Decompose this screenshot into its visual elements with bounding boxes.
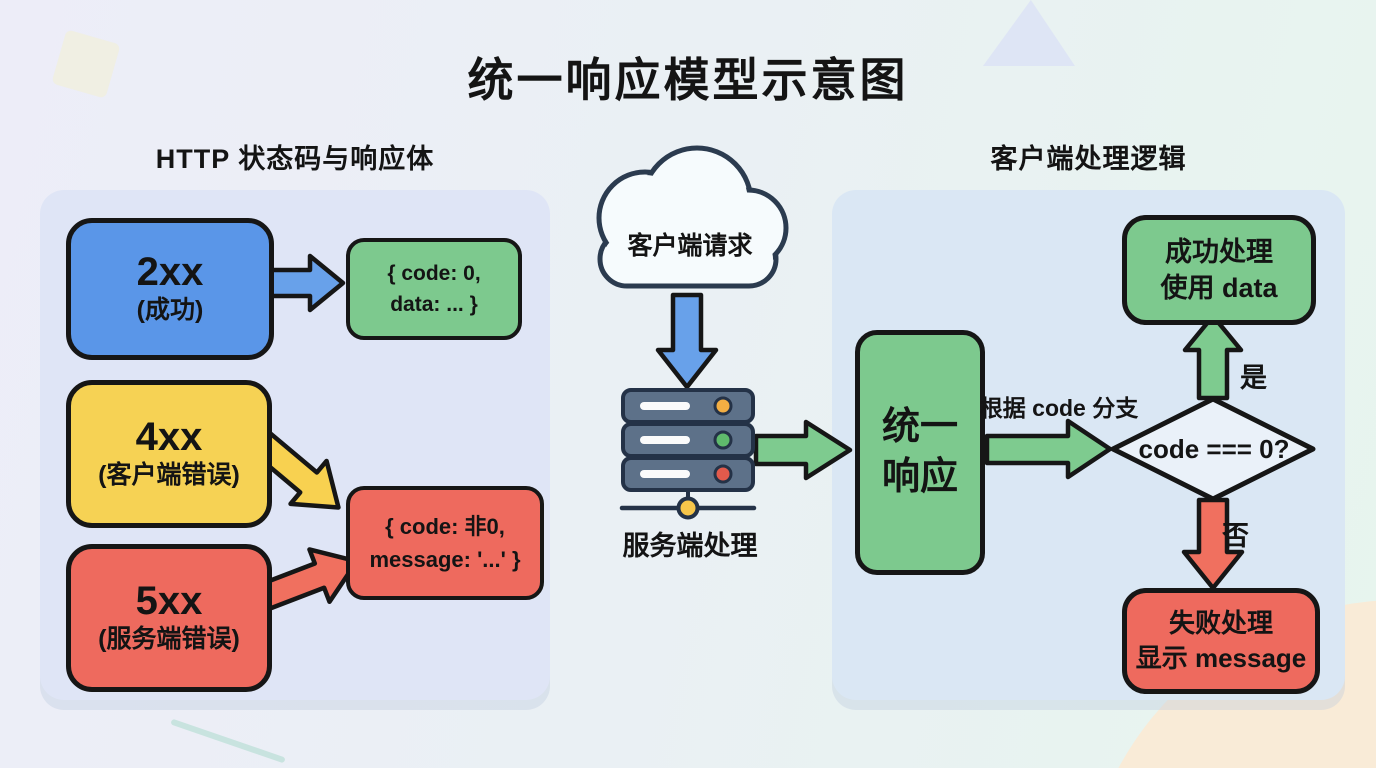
arrow-diamond-to-success [1182, 313, 1244, 401]
status-5xx-desc: (服务端错误) [98, 625, 240, 654]
error-body-line2: message: '...' } [369, 547, 521, 572]
page-title: 统一响应模型示意图 [467, 54, 909, 106]
arrow-unified-to-diamond [984, 418, 1113, 480]
client-request-label: 客户端请求 [627, 232, 753, 260]
server-base-node [676, 496, 700, 520]
success-handler-line2: 使用 data [1160, 273, 1278, 303]
success-body-line1: { code: 0, [387, 261, 481, 285]
arrow-2xx-to-success-body [265, 253, 346, 313]
arrow-client-to-server [655, 292, 719, 390]
unified-response-line2: 响应 [881, 455, 958, 498]
fail-handler-box: 失败处理 显示 message [1122, 588, 1320, 694]
fail-handler-line1: 失败处理 [1168, 607, 1273, 638]
right-section-header: 客户端处理逻辑 [990, 144, 1187, 174]
left-section-header: HTTP 状态码与响应体 [155, 144, 435, 174]
branch-by-code-label: 根据 code 分支 [979, 395, 1139, 421]
status-box-2xx: 2xx (成功) [66, 218, 274, 360]
error-response-body-box: { code: 非0, message: '...' } [346, 486, 544, 600]
unified-response-box: 统一 响应 [855, 330, 985, 575]
yes-branch-label: 是 [1240, 363, 1267, 393]
decision-condition-text: code === 0? [1138, 434, 1290, 464]
cloud-icon [596, 145, 789, 289]
status-4xx-desc: (客户端错误) [98, 461, 240, 490]
status-4xx-code: 4xx [135, 415, 203, 460]
unified-response-line1: 统一 [881, 406, 958, 449]
status-2xx-desc: (成功) [136, 296, 204, 325]
status-box-4xx: 4xx (客户端错误) [66, 380, 272, 528]
status-2xx-code: 2xx [136, 250, 204, 295]
success-body-line2: data: ... } [390, 293, 478, 316]
status-5xx-code: 5xx [135, 579, 203, 624]
success-response-body-box: { code: 0, data: ... } [346, 238, 522, 340]
server-stack-icon [619, 388, 757, 520]
decision-diamond-shape [1110, 396, 1316, 502]
server-process-label: 服务端处理 [622, 531, 758, 561]
success-handler-line1: 成功处理 [1165, 236, 1273, 267]
status-box-5xx: 5xx (服务端错误) [66, 544, 272, 692]
fail-handler-line2: 显示 message [1135, 643, 1307, 673]
error-body-line1: { code: 非0, [385, 514, 505, 539]
arrow-server-to-unified [753, 419, 853, 481]
arrow-diamond-to-fail [1181, 497, 1245, 591]
no-branch-label: 否 [1222, 521, 1249, 551]
success-handler-box: 成功处理 使用 data [1122, 215, 1316, 325]
